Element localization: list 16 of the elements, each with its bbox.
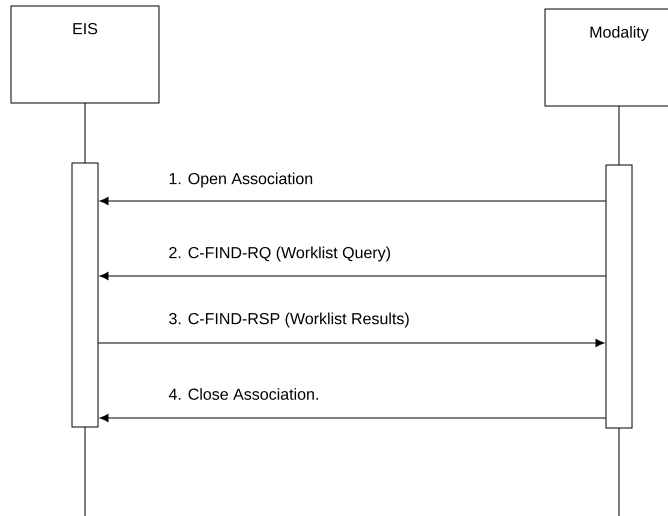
- participant-box: EIS: [10, 6, 160, 104]
- message-arrow: [100, 414, 606, 422]
- message-arrow: [100, 196, 606, 206]
- message-label: 3. C-FIND-RSP (Worklist Results): [169, 312, 409, 328]
- lifeline: [84, 103, 86, 163]
- message-label: 1. Open Association: [170, 172, 312, 188]
- message-arrow: [98, 338, 604, 348]
- activation-bar: [72, 162, 98, 428]
- lifeline: [618, 428, 620, 516]
- activation-bar: [606, 164, 633, 428]
- message-arrow: [100, 272, 606, 280]
- lifeline: [618, 106, 620, 165]
- lifeline: [84, 427, 86, 516]
- participant-box: Modality: [544, 8, 668, 106]
- message-label: 4. Close Association.: [168, 388, 318, 400]
- message-label: 2. C-FIND-RQ (Worklist Query): [169, 246, 390, 262]
